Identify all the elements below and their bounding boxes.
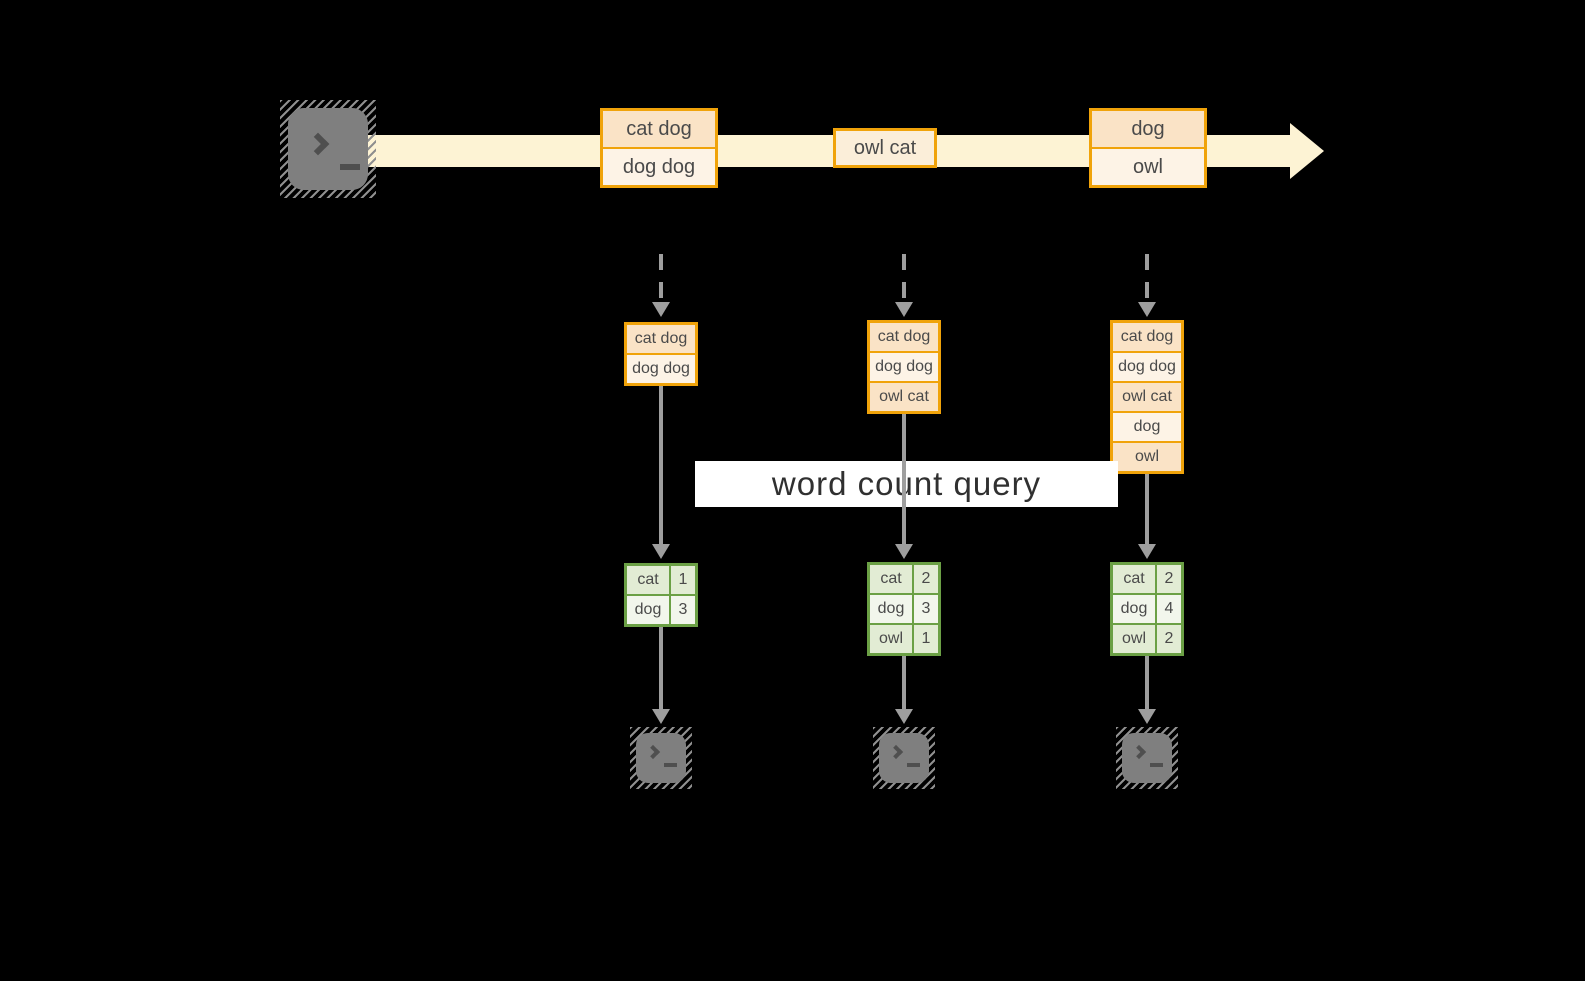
- table-row: cat 1: [627, 566, 695, 594]
- buffer-line: owl cat: [870, 383, 938, 411]
- table-row: dog 4: [1113, 595, 1181, 623]
- count-cell: 3: [671, 596, 695, 624]
- dashed-arrow: [1145, 254, 1149, 302]
- count-cell: 2: [1157, 625, 1181, 653]
- buffer-line: dog dog: [870, 353, 938, 381]
- batch-line: dog dog: [603, 149, 715, 185]
- source-terminal-icon: [280, 100, 376, 198]
- arrowhead-icon: [652, 709, 670, 724]
- down-arrow: [902, 656, 906, 709]
- terminal-body: [288, 108, 368, 190]
- count-table-2: cat 2 dog 3 owl 1: [867, 562, 941, 656]
- word-cell: dog: [627, 596, 669, 624]
- down-arrow: [1145, 656, 1149, 709]
- output-terminal-icon: [1116, 727, 1178, 789]
- count-table-1: cat 1 dog 3: [624, 563, 698, 627]
- count-cell: 4: [1157, 595, 1181, 623]
- table-row: cat 2: [870, 565, 938, 593]
- arrowhead-icon: [652, 544, 670, 559]
- down-arrow: [659, 627, 663, 709]
- word-cell: cat: [1113, 565, 1155, 593]
- prompt-chevron-icon: [645, 744, 661, 760]
- prompt-cursor-icon: [664, 763, 677, 767]
- count-cell: 2: [914, 565, 938, 593]
- query-label: word count query: [771, 465, 1042, 502]
- prompt-chevron-icon: [888, 744, 904, 760]
- count-table-3: cat 2 dog 4 owl 2: [1110, 562, 1184, 656]
- buffer-line: dog dog: [1113, 353, 1181, 381]
- stream-arrowhead-icon: [1290, 123, 1324, 179]
- down-arrow: [902, 414, 906, 544]
- batch-line: cat dog: [603, 111, 715, 147]
- table-row: owl 1: [870, 625, 938, 653]
- terminal-body: [636, 733, 686, 783]
- arrowhead-icon: [652, 302, 670, 317]
- count-cell: 1: [671, 566, 695, 594]
- batch-line: dog: [1092, 111, 1204, 147]
- stream-batch-2: owl cat: [833, 128, 937, 168]
- word-cell: dog: [870, 595, 912, 623]
- state-buffer-2: cat dog dog dog owl cat: [867, 320, 941, 414]
- buffer-line: cat dog: [1113, 323, 1181, 351]
- prompt-chevron-icon: [306, 132, 330, 156]
- batch-line: owl: [1092, 149, 1204, 185]
- arrowhead-icon: [895, 709, 913, 724]
- dashed-arrow: [659, 254, 663, 302]
- prompt-cursor-icon: [907, 763, 920, 767]
- prompt-cursor-icon: [340, 164, 360, 170]
- table-row: owl 2: [1113, 625, 1181, 653]
- buffer-line: dog dog: [627, 355, 695, 383]
- word-cell: owl: [1113, 625, 1155, 653]
- arrowhead-icon: [1138, 302, 1156, 317]
- batch-line: owl cat: [836, 131, 934, 165]
- arrowhead-icon: [895, 302, 913, 317]
- count-cell: 3: [914, 595, 938, 623]
- buffer-line: dog: [1113, 413, 1181, 441]
- buffer-line: owl cat: [1113, 383, 1181, 411]
- output-terminal-icon: [873, 727, 935, 789]
- table-row: dog 3: [627, 596, 695, 624]
- state-buffer-3: cat dog dog dog owl cat dog owl: [1110, 320, 1184, 474]
- prompt-cursor-icon: [1150, 763, 1163, 767]
- down-arrow: [659, 386, 663, 544]
- prompt-chevron-icon: [1131, 744, 1147, 760]
- word-cell: owl: [870, 625, 912, 653]
- table-row: dog 3: [870, 595, 938, 623]
- stream-batch-3: dog owl: [1089, 108, 1207, 188]
- word-cell: cat: [627, 566, 669, 594]
- count-cell: 1: [914, 625, 938, 653]
- output-terminal-icon: [630, 727, 692, 789]
- dashed-arrow: [902, 254, 906, 302]
- table-row: cat 2: [1113, 565, 1181, 593]
- word-cell: dog: [1113, 595, 1155, 623]
- arrowhead-icon: [1138, 544, 1156, 559]
- terminal-body: [879, 733, 929, 783]
- query-label-box: word count query: [695, 461, 1118, 507]
- down-arrow: [1145, 474, 1149, 544]
- state-buffer-1: cat dog dog dog: [624, 322, 698, 386]
- buffer-line: cat dog: [870, 323, 938, 351]
- buffer-line: cat dog: [627, 325, 695, 353]
- arrowhead-icon: [895, 544, 913, 559]
- arrowhead-icon: [1138, 709, 1156, 724]
- terminal-body: [1122, 733, 1172, 783]
- stream-batch-1: cat dog dog dog: [600, 108, 718, 188]
- count-cell: 2: [1157, 565, 1181, 593]
- buffer-line: owl: [1113, 443, 1181, 471]
- word-cell: cat: [870, 565, 912, 593]
